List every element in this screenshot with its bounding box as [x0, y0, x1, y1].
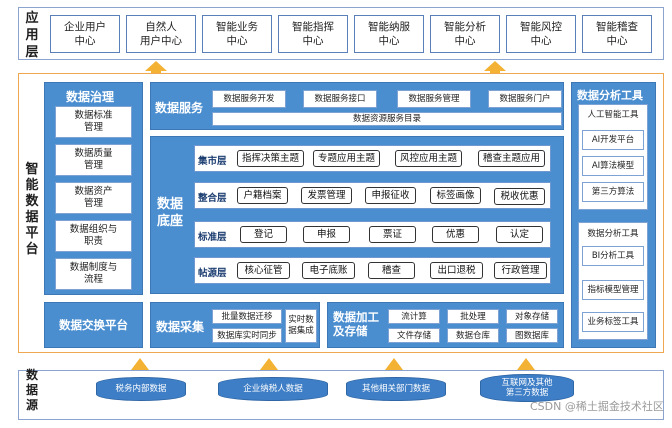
service-item-management[interactable]: 数据服务管理: [397, 90, 471, 108]
chip-export-rebate[interactable]: 出口退税: [430, 262, 483, 279]
layer-label-platform: 智能数据平台: [25, 162, 39, 257]
layer-row-standard-label: 标准层: [198, 232, 227, 243]
app-center-enterprise[interactable]: 企业用户中心: [50, 15, 120, 53]
ai-algorithm-model[interactable]: AI算法模型: [582, 156, 644, 176]
chip-invoice-mgmt[interactable]: 发票管理: [301, 187, 352, 204]
up-arrow-stem: [490, 70, 500, 73]
up-arrow-icon: [385, 358, 403, 370]
data-exchange-platform[interactable]: 数据交换平台: [44, 302, 143, 348]
governance-item-asset[interactable]: 数据资产管理: [55, 182, 132, 214]
up-arrow-icon: [484, 61, 506, 71]
up-arrow-icon: [131, 358, 149, 370]
smart-data-platform: [18, 73, 664, 353]
data-governance-title: 数据治理: [66, 90, 115, 104]
chip-registration[interactable]: 登记: [240, 226, 287, 243]
chip-special-theme[interactable]: 专题应用主题: [313, 150, 380, 167]
source-enterprise-taxpayer[interactable]: 企业纳税人数据: [218, 377, 328, 401]
data-processing-title: 数据加工 及存储: [333, 310, 379, 338]
source-tax-internal[interactable]: 税务内部数据: [96, 377, 186, 401]
graph-database[interactable]: 图数据库: [506, 328, 558, 343]
layer-label-source: 数据源: [25, 368, 38, 412]
db-realtime-sync[interactable]: 数据库实时同步: [212, 328, 282, 343]
chip-tag-profile[interactable]: 标签画像: [430, 187, 481, 204]
app-center-business[interactable]: 智能业务中心: [202, 15, 272, 53]
analysis-tools-title: 数据分析工具: [577, 89, 643, 102]
app-center-inspection[interactable]: 智能稽查中心: [582, 15, 652, 53]
chip-voucher[interactable]: 票证: [369, 226, 416, 243]
service-item-portal[interactable]: 数据服务门户: [488, 90, 562, 108]
chip-tax-incentive[interactable]: 税收优惠: [494, 188, 545, 205]
up-arrow-icon: [145, 61, 167, 71]
layer-row-integration-label: 整合层: [198, 193, 227, 204]
watermark: CSDN @稀土掘金技术社区: [530, 400, 664, 413]
batch-migration[interactable]: 批量数据迁移: [212, 309, 282, 324]
ai-dev-platform[interactable]: AI开发平台: [582, 130, 644, 150]
chip-certification[interactable]: 认定: [496, 226, 543, 243]
data-service-title: 数据服务: [155, 101, 204, 115]
source-layer: [18, 370, 664, 420]
third-party-algorithm[interactable]: 第三方算法: [582, 182, 644, 202]
governance-item-policy[interactable]: 数据制度与流程: [55, 258, 132, 290]
ai-tools-group-title: 人工智能工具: [587, 110, 639, 120]
stream-computing[interactable]: 流计算: [388, 309, 440, 324]
chip-preference[interactable]: 优惠: [432, 226, 479, 243]
object-storage[interactable]: 对象存储: [506, 309, 558, 324]
realtime-integration[interactable]: 实时数据集成: [285, 309, 317, 343]
file-storage[interactable]: 文件存储: [388, 328, 440, 343]
service-item-interface[interactable]: 数据服务接口: [303, 90, 377, 108]
chip-administration[interactable]: 行政管理: [494, 262, 547, 279]
chip-audit[interactable]: 稽查: [368, 262, 415, 279]
data-foundation-title: 数据 底座: [157, 197, 184, 229]
chip-inspection-theme[interactable]: 稽查主题应用: [478, 150, 545, 167]
app-center-individual[interactable]: 自然人用户中心: [126, 15, 196, 53]
source-other-departments[interactable]: 其他相关部门数据: [346, 377, 446, 401]
app-center-command[interactable]: 智能指挥中心: [278, 15, 348, 53]
data-exchange-title: 数据交换平台: [59, 318, 128, 332]
app-center-risk[interactable]: 智能风控中心: [506, 15, 576, 53]
bi-analysis-tool[interactable]: BI分析工具: [582, 246, 644, 266]
up-arrow-icon: [517, 358, 535, 370]
chip-risk-theme[interactable]: 风控应用主题: [395, 150, 462, 167]
app-center-analysis[interactable]: 智能分析中心: [430, 15, 500, 53]
app-center-tax-service[interactable]: 智能纳服中心: [354, 15, 424, 53]
layer-label-app: 应用层: [25, 11, 39, 60]
layer-row-source-label: 帖源层: [198, 268, 227, 279]
metric-model-mgmt[interactable]: 指标模型管理: [582, 280, 644, 300]
up-arrow-stem: [151, 70, 161, 73]
service-item-dev[interactable]: 数据服务开发: [212, 90, 286, 108]
chip-electronic-ledger[interactable]: 电子底账: [302, 262, 355, 279]
chip-command-theme[interactable]: 指挥决策主题: [237, 150, 304, 167]
chip-core-tax-admin[interactable]: 核心征管: [237, 262, 290, 279]
layer-row-mart-label: 集市层: [198, 156, 227, 167]
data-collection-title: 数据采集: [156, 320, 205, 334]
data-warehouse[interactable]: 数据仓库: [447, 328, 499, 343]
governance-item-quality[interactable]: 数据质量管理: [55, 144, 132, 176]
analysis-tools-group-title: 数据分析工具: [587, 229, 639, 239]
governance-item-organization[interactable]: 数据组织与职责: [55, 220, 132, 252]
service-catalog[interactable]: 数据资源服务目录: [212, 112, 562, 126]
chip-declaration[interactable]: 申报征收: [365, 187, 416, 204]
application-layer: [18, 7, 664, 60]
up-arrow-icon: [260, 358, 278, 370]
chip-filing[interactable]: 申报: [303, 226, 350, 243]
business-tag-tool[interactable]: 业务标签工具: [582, 312, 644, 332]
governance-item-standard[interactable]: 数据标准管理: [55, 106, 132, 138]
chip-household-file[interactable]: 户籍档案: [237, 187, 288, 204]
batch-processing[interactable]: 批处理: [447, 309, 499, 324]
source-internet-third-party[interactable]: 互联网及其他第三方数据: [480, 374, 574, 402]
